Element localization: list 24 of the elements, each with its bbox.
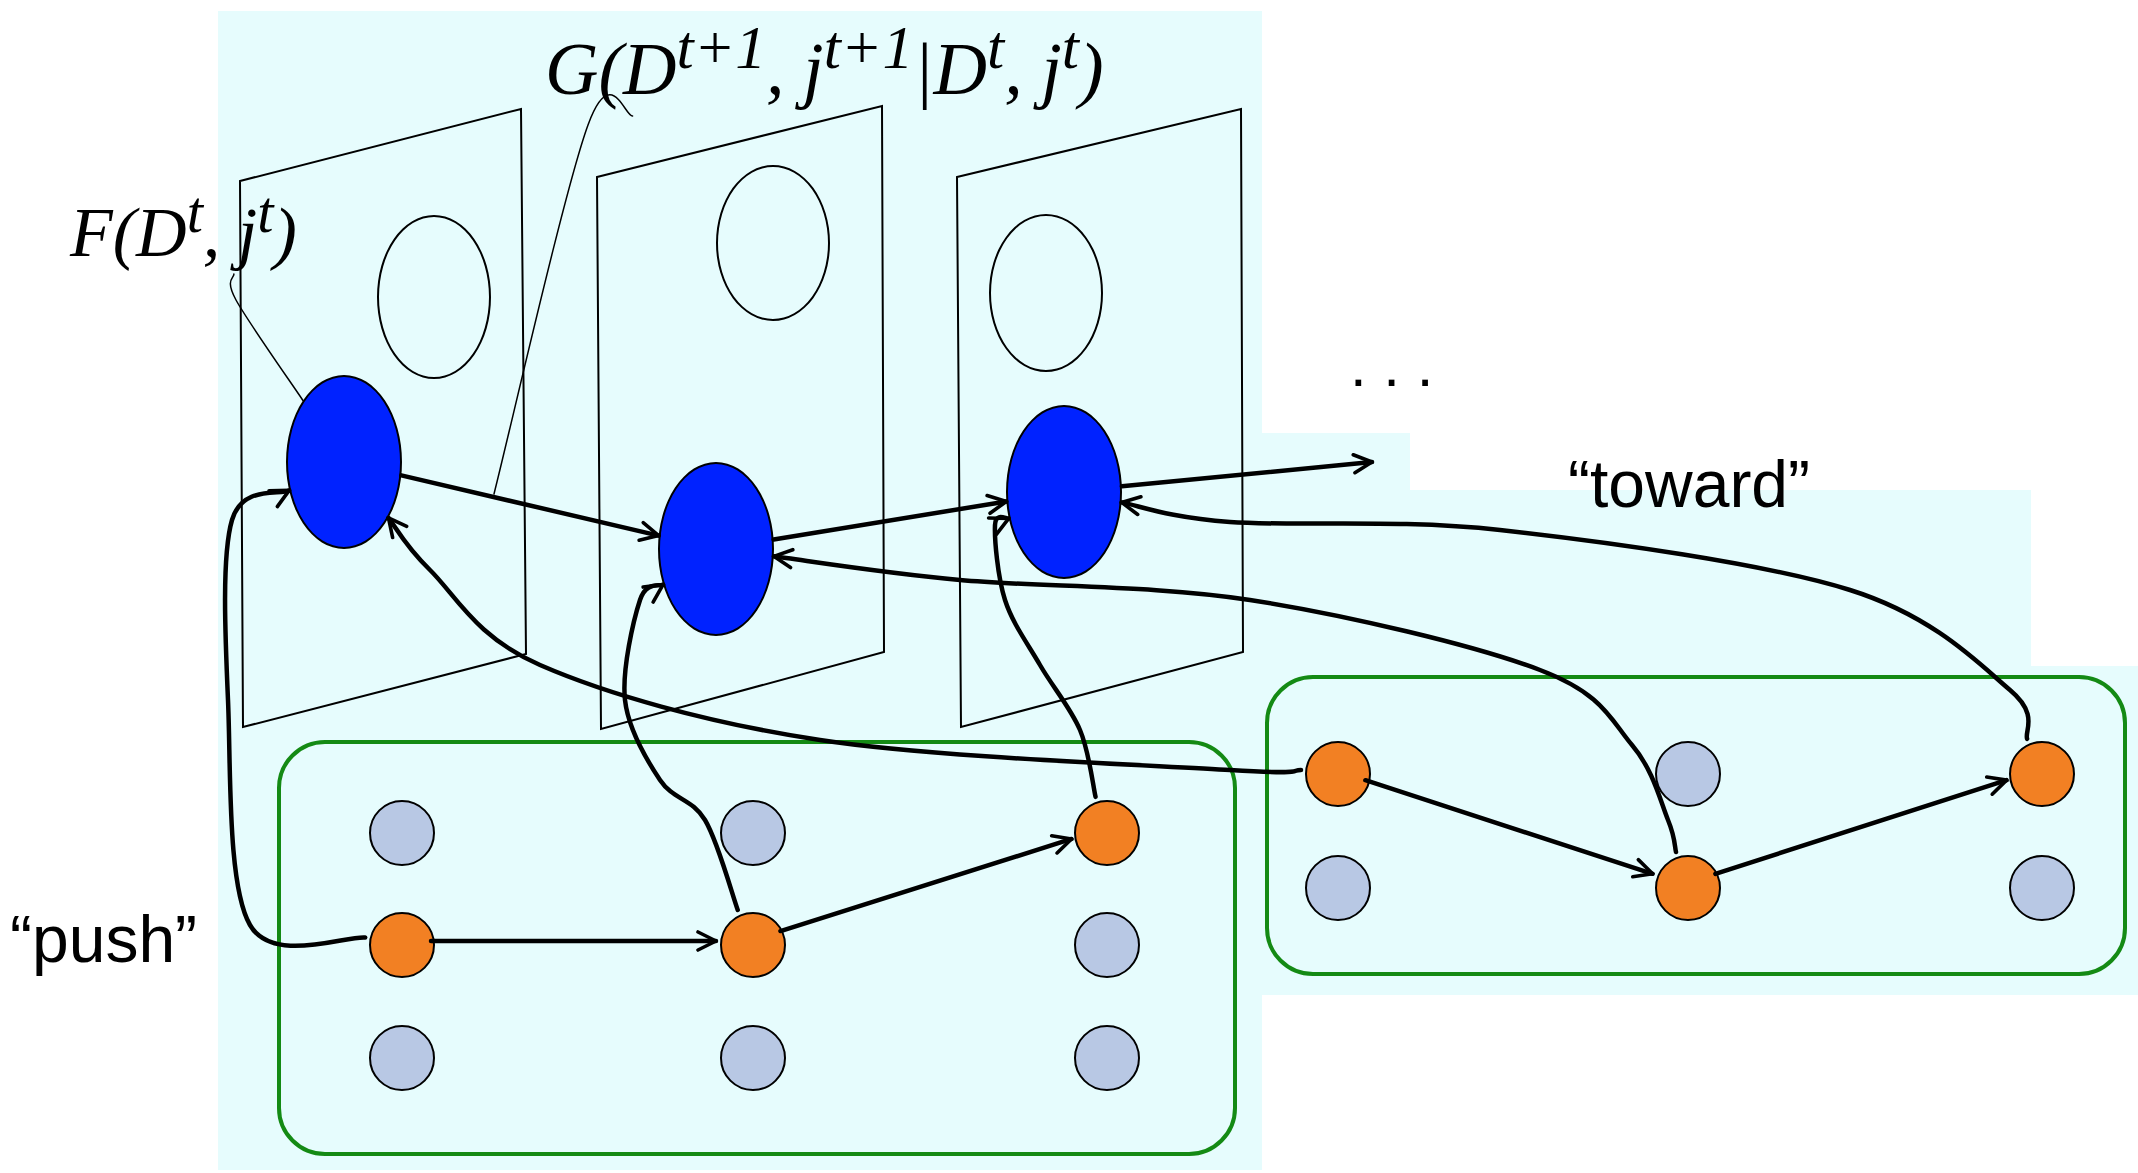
math-label: G(D$^{t+1}$, j$^{t+1}$|D$^{t}$, j$^{t}$)	[545, 27, 1104, 110]
arrow	[771, 493, 1009, 542]
arrow	[1363, 777, 1655, 879]
arrow	[222, 485, 368, 949]
arrow	[428, 930, 719, 952]
arrow	[1119, 453, 1375, 489]
arrow	[622, 581, 740, 913]
leader-line	[493, 94, 634, 495]
group-box	[1265, 675, 2127, 976]
arrow	[1119, 495, 2031, 742]
ellipsis: . . .	[1350, 331, 1434, 401]
image-plane	[957, 109, 1244, 728]
text-label: “push”	[10, 901, 198, 978]
arrow	[399, 473, 661, 543]
oval-outline	[989, 214, 1103, 372]
arrow	[778, 834, 1074, 934]
arrow	[771, 548, 1679, 855]
group-box	[277, 740, 1237, 1156]
text-label: “toward”	[1568, 446, 1811, 523]
arrow	[386, 515, 1304, 775]
leader-line	[229, 273, 304, 402]
oval-outline	[716, 165, 830, 321]
oval-outline	[377, 215, 491, 379]
arrow	[1713, 775, 2009, 877]
